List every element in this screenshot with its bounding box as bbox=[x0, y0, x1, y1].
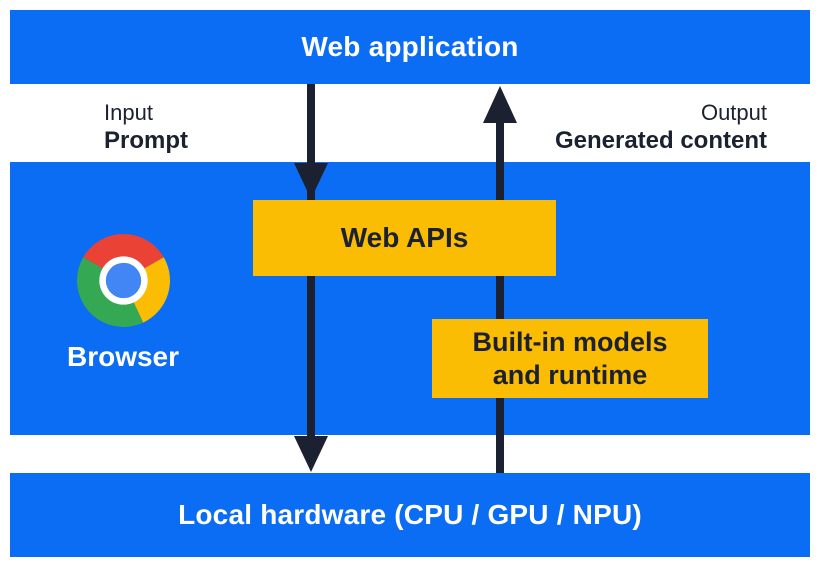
web-apis-box: Web APIs bbox=[253, 200, 556, 276]
input-label-group: Input Prompt bbox=[104, 99, 188, 155]
web-application-bar: Web application bbox=[10, 10, 810, 84]
input-caption: Input bbox=[104, 100, 153, 125]
web-apis-label: Web APIs bbox=[340, 222, 469, 253]
chrome-browser-icon bbox=[77, 234, 170, 327]
browser-label: Browser bbox=[66, 341, 180, 372]
chrome-icon-blue-center bbox=[105, 262, 142, 299]
web-application-label: Web application bbox=[301, 31, 519, 62]
built-in-models-label-line1: Built-in models bbox=[472, 326, 668, 357]
input-value: Prompt bbox=[104, 127, 188, 154]
local-hardware-label: Local hardware (CPU / GPU / NPU) bbox=[178, 499, 642, 530]
chrome-icon-yellow-segment bbox=[123, 257, 170, 323]
output-label-group: Output Generated content bbox=[555, 99, 767, 155]
output-caption: Output bbox=[700, 100, 767, 125]
built-in-models-box: Built-in models and runtime bbox=[432, 319, 708, 398]
built-in-models-label-line2: and runtime bbox=[492, 359, 648, 390]
local-hardware-bar: Local hardware (CPU / GPU / NPU) bbox=[10, 473, 810, 557]
output-value: Generated content bbox=[554, 127, 767, 154]
